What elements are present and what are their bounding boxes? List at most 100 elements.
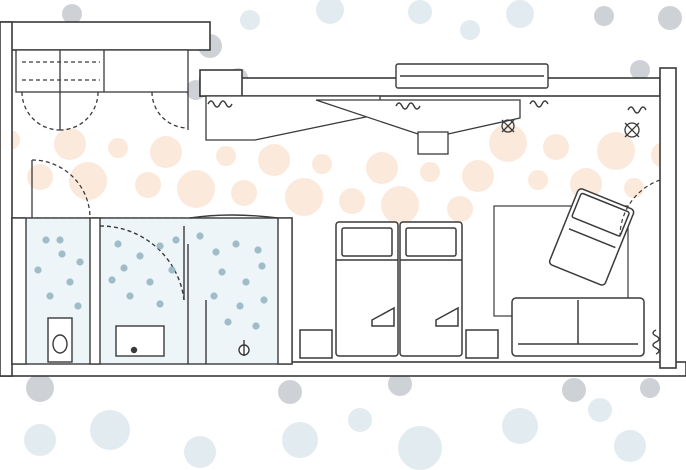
grey-dot [26,374,54,402]
peach-dot [54,128,86,160]
radiator-icon [207,100,233,108]
tile-dot [56,236,64,244]
peach-dot [366,152,398,184]
entrance-counter [205,95,521,155]
tile-dot [42,236,50,244]
peach-dot [420,162,440,182]
grey-dot [278,380,302,404]
blue-dot [24,424,56,456]
peach-dot [543,134,569,160]
peach-dot [150,136,182,168]
window [395,63,549,89]
tile-dot [136,252,144,260]
blue-dot [398,426,442,470]
tile-dot [76,258,84,266]
tile-dot [74,302,82,310]
grey-dot [562,378,586,402]
lounge [493,179,661,357]
sofa [511,297,645,357]
tile-dot [218,268,226,276]
tile-dot [126,292,134,300]
tile-dot [260,296,268,304]
peach-dot [528,170,548,190]
tile-dot [236,302,244,310]
grey-dot [388,372,412,396]
peach-dot [216,146,236,166]
tile-dot [172,236,180,244]
tile-dot [120,264,128,272]
toilet [47,317,73,363]
wall-top-left [0,21,211,51]
bathroom [11,214,293,365]
tile-dot [156,242,164,250]
peach-dot [285,178,323,216]
tile-dot [156,300,164,308]
peach-dot [177,170,215,208]
ceiling-fan-icon [624,122,640,138]
tile-dot [196,232,204,240]
peach-dot [624,178,644,198]
peach-dot [312,154,332,174]
blue-dot [316,0,344,24]
wall-pier [199,69,243,97]
wardrobe [15,49,189,131]
peach-dot [462,160,494,192]
blue-dot [282,422,318,458]
grey-dot [658,6,682,30]
wall-bottom [0,361,686,377]
tile-dot [232,240,240,248]
tile-dot [146,278,154,286]
tile-dot [168,266,176,274]
blue-dot [90,410,130,450]
radiator-icon [529,100,549,108]
twin-beds [299,221,499,359]
radiator-icon [395,102,421,110]
grey-dot [594,6,614,26]
peach-dot [489,124,527,162]
bed-left [335,221,399,357]
tile-dot [254,246,262,254]
wall-left [0,21,13,377]
grey-dot [640,378,660,398]
bed-right [399,221,463,357]
blue-dot [408,0,432,24]
tile-dot [210,292,218,300]
bedside-table [465,329,499,359]
blue-dot [502,408,538,444]
ceiling-fan-icon [501,119,515,133]
tile-dot [258,262,266,270]
wall-right [659,67,677,369]
tile-dot [34,266,42,274]
tile-dot [224,318,232,326]
tile-dot [46,292,54,300]
blue-dot [240,10,260,30]
peach-dot [27,164,53,190]
tile-pattern [34,232,268,330]
peach-dot [69,162,107,200]
blue-dot [588,398,612,422]
tile-dot [212,248,220,256]
grey-dot [62,4,82,24]
peach-dot [339,188,365,214]
peach-dot [447,196,473,222]
bedside-table [299,329,333,359]
tile-dot [108,276,116,284]
blue-dot [460,20,480,40]
blue-dot [506,0,534,28]
tile-dot [252,322,260,330]
radiator-icon [627,106,647,114]
tile-dot [114,240,122,248]
shower-drain [238,340,250,356]
peach-dot [258,144,290,176]
blue-dot [348,408,372,432]
peach-dot [108,138,128,158]
grey-dot [630,60,650,80]
fan-icons [501,119,640,138]
peach-dot [381,186,419,224]
peach-dot [135,172,161,198]
blue-dot [184,436,216,468]
peach-dot [597,132,635,170]
